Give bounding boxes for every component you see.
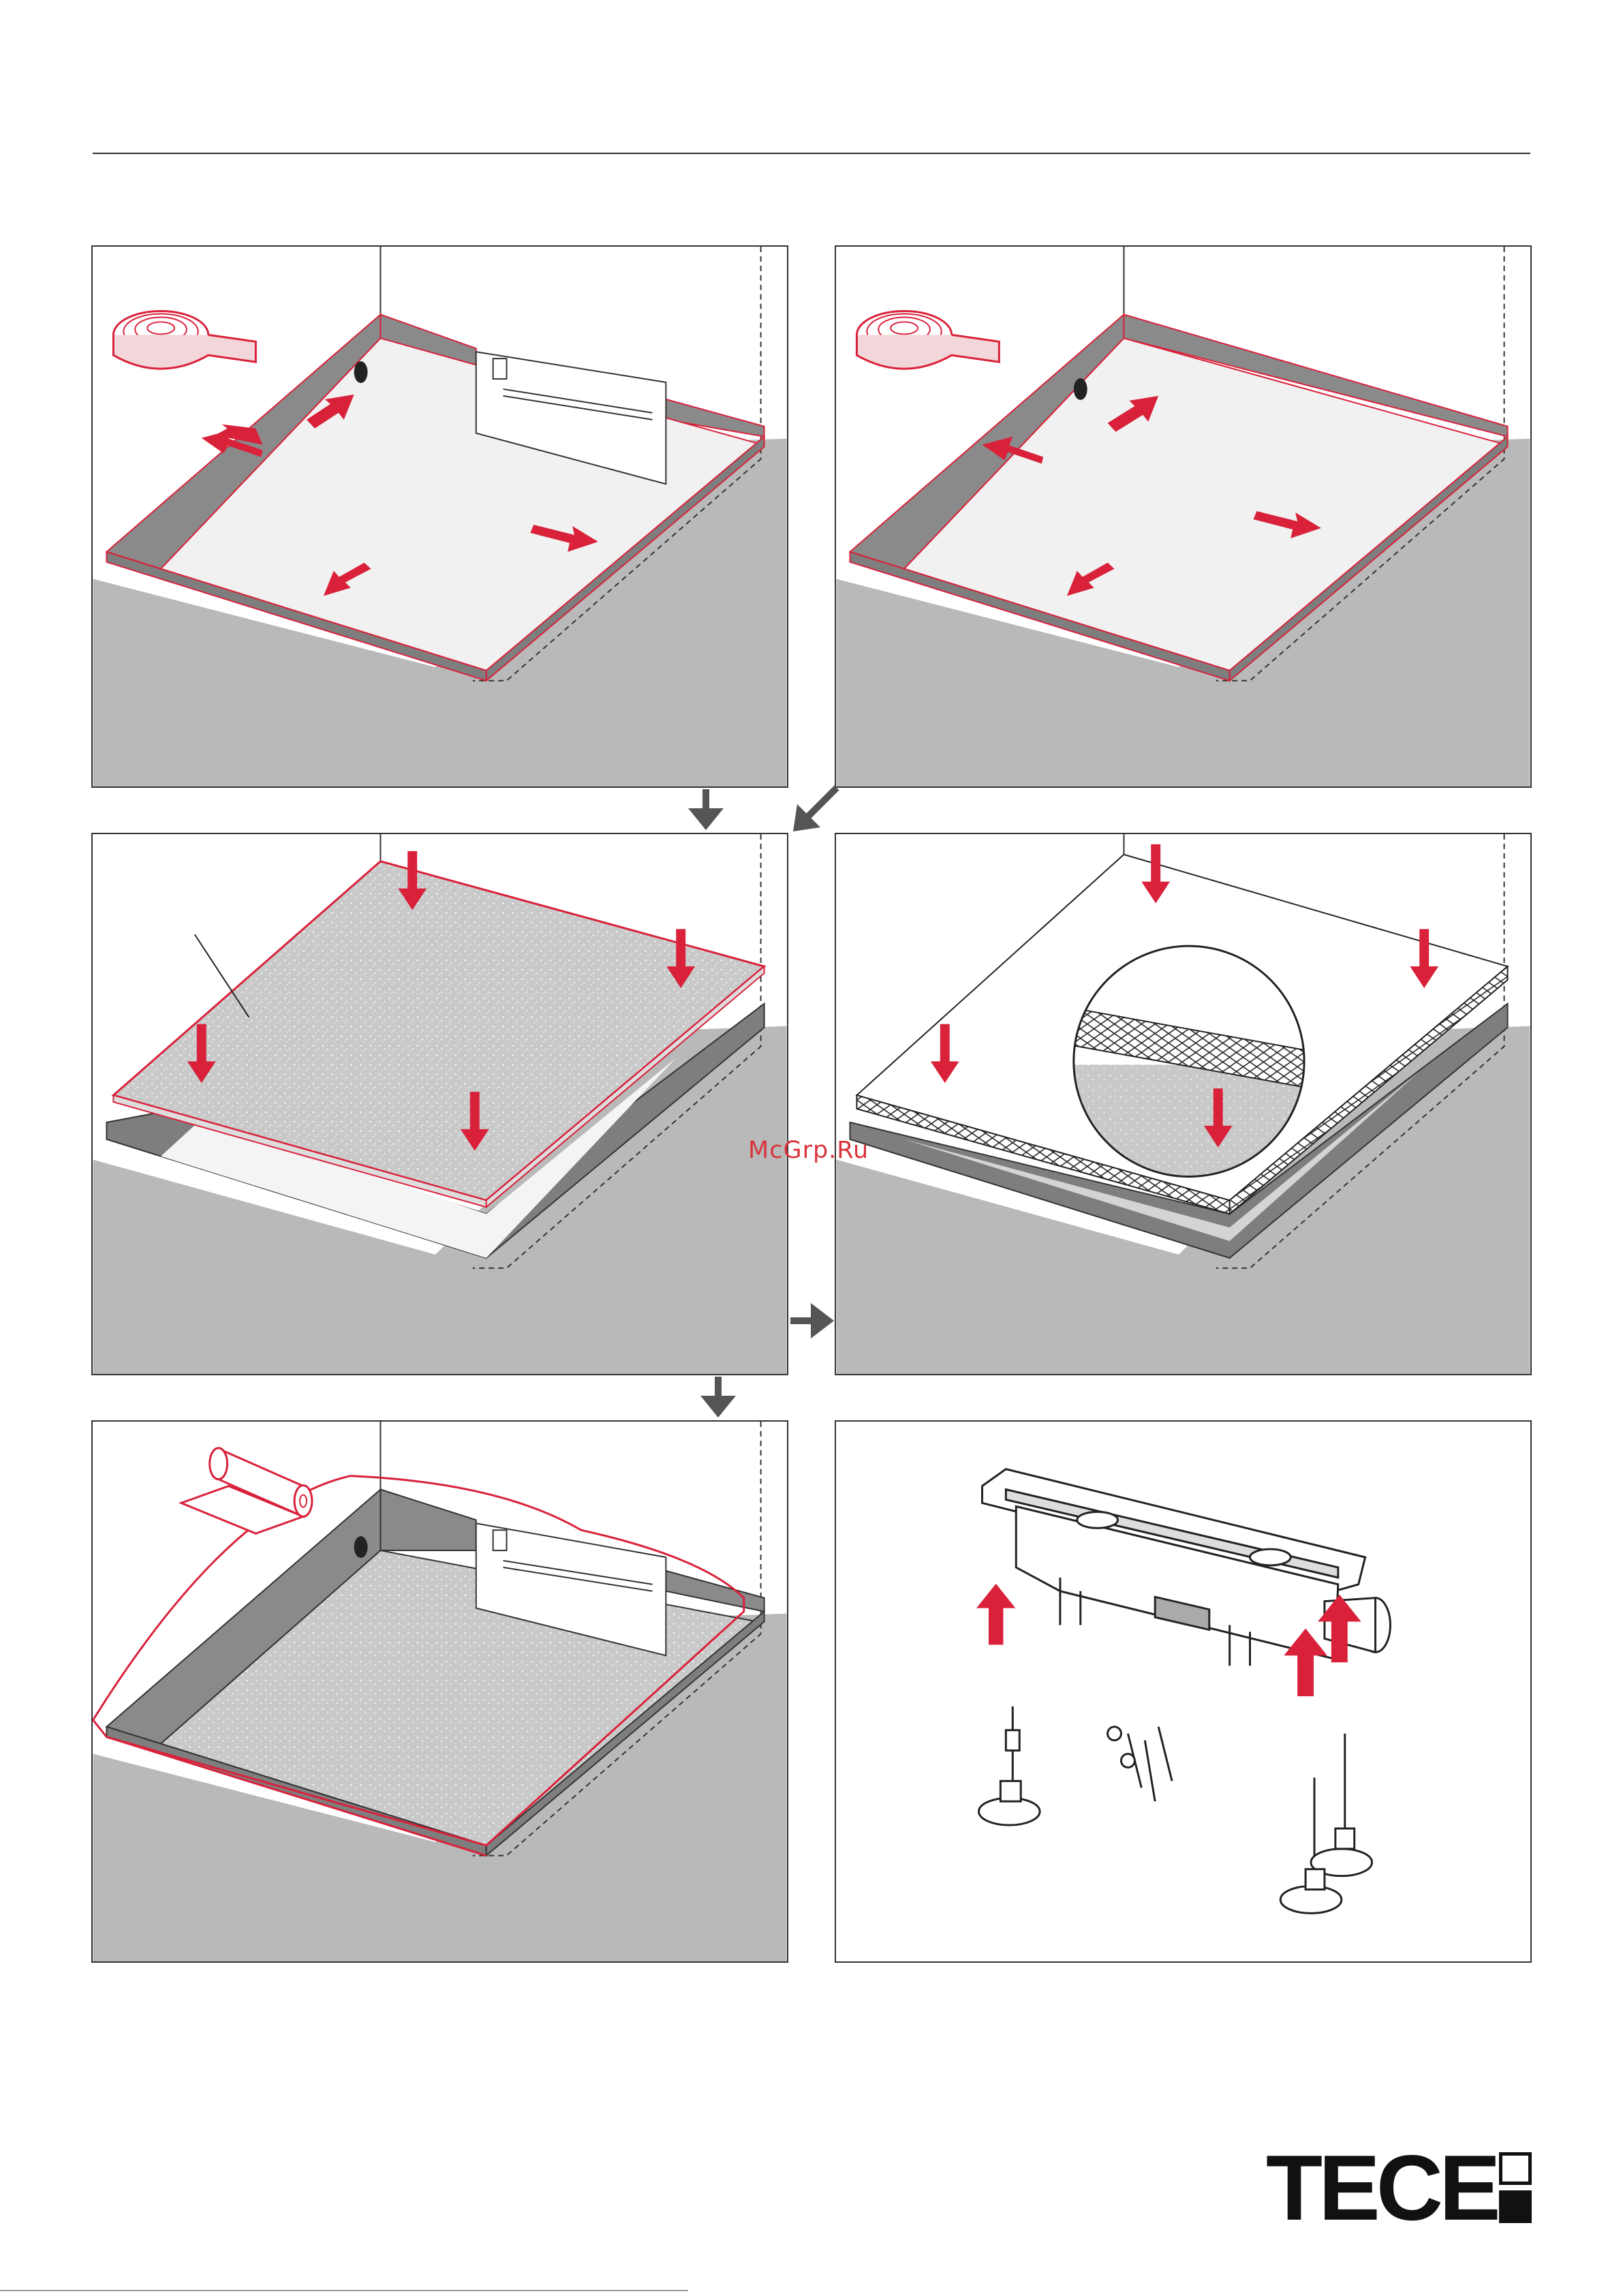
membrane-roll-icon — [181, 1448, 312, 1533]
step-2-illustration — [836, 247, 1530, 786]
screws — [1108, 1727, 1173, 1801]
watermark: McGrp.Ru — [748, 1137, 869, 1164]
flow-arrow-diagonal-icon — [790, 785, 839, 834]
step-panel-5 — [91, 1420, 788, 1963]
step-1-illustration — [93, 247, 787, 786]
flow-arrow-right-icon — [790, 1302, 835, 1340]
feet-set-right — [1280, 1734, 1372, 1914]
flow-arrow-down-icon — [699, 1377, 737, 1419]
footer-rule — [0, 2290, 688, 2291]
logo-square-outline — [1499, 2152, 1532, 2185]
step-panel-4 — [835, 833, 1532, 1375]
logo-square-filled — [1499, 2190, 1532, 2223]
step-3-illustration — [93, 834, 787, 1374]
step-panel-6 — [835, 1420, 1532, 1963]
pipe-hole — [1074, 378, 1087, 400]
tape-roll-icon — [856, 311, 999, 369]
drain-body — [982, 1469, 1390, 1666]
brand-logo: TECE — [1266, 2147, 1533, 2229]
brand-name: TECE — [1266, 2147, 1497, 2229]
header-rule — [93, 153, 1530, 154]
step-6-illustration — [836, 1422, 1530, 1961]
step-4-illustration — [836, 834, 1530, 1374]
tape-roll-icon — [113, 311, 256, 369]
pipe-hole — [354, 1536, 368, 1558]
step-panel-3 — [91, 833, 788, 1375]
step-panel-2 — [835, 245, 1532, 788]
pipe-hole — [354, 361, 368, 383]
flow-arrow-down-icon — [687, 789, 725, 831]
feet-set-left — [979, 1706, 1040, 1825]
step-5-illustration — [93, 1422, 787, 1961]
step-panel-1 — [91, 245, 788, 788]
